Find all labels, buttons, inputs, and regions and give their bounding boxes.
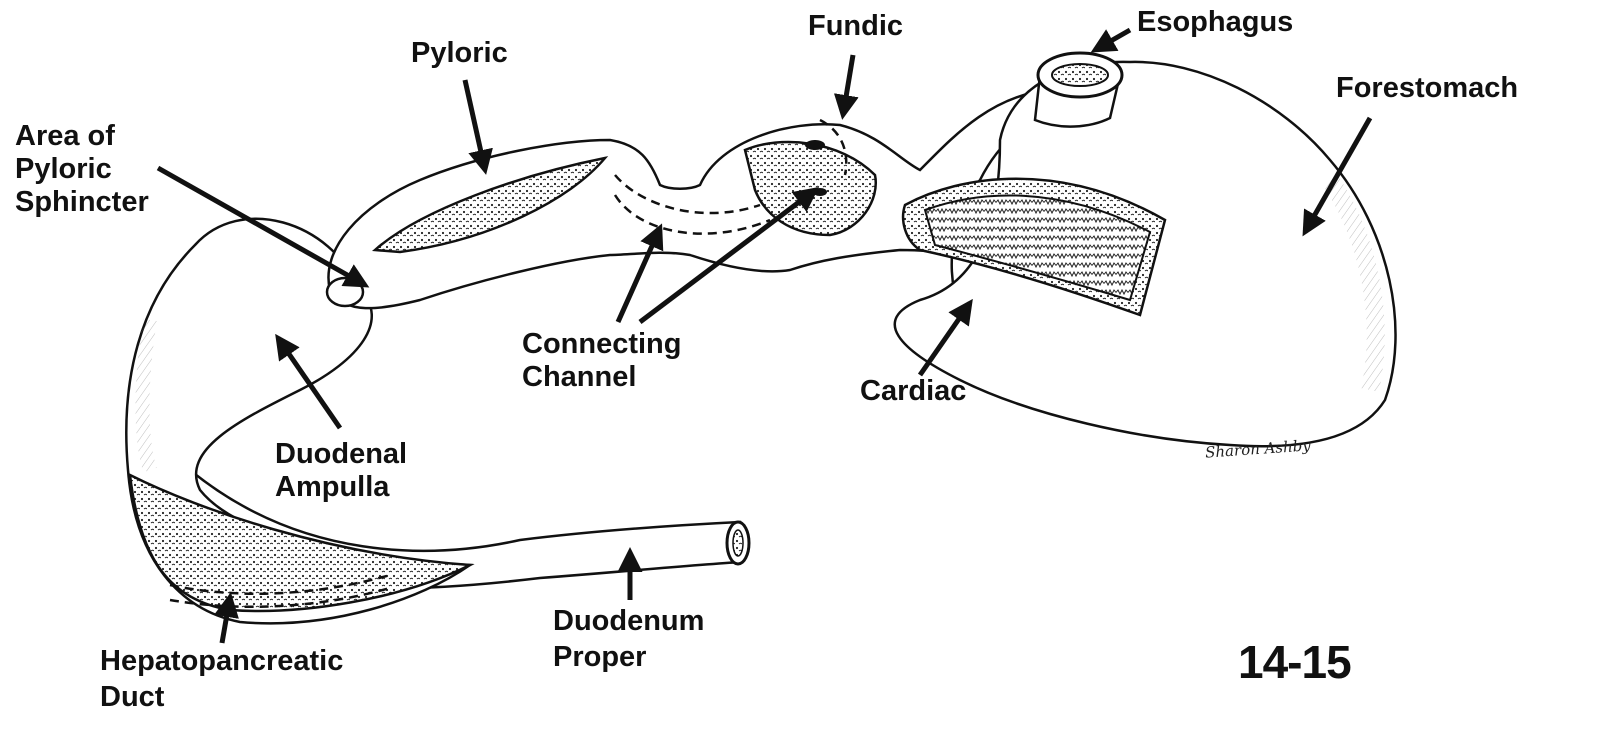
label-line: Area of xyxy=(15,120,115,153)
label-line: Proper xyxy=(553,641,646,674)
label-line: Duct xyxy=(100,681,164,714)
arrow-fundic xyxy=(843,55,853,115)
label-line: Duodenum xyxy=(553,605,704,638)
label-esophagus: Esophagus xyxy=(1137,6,1293,39)
label-line: Connecting xyxy=(522,328,682,361)
label-pyloric: Pyloric xyxy=(411,37,508,70)
figure-number: 14-15 xyxy=(1238,635,1351,689)
label-fundic: Fundic xyxy=(808,10,903,43)
label-forestomach: Forestomach xyxy=(1336,72,1518,105)
arrow-pyloric xyxy=(465,80,485,170)
label-line: Pyloric xyxy=(15,153,112,186)
label-line: Duodenal xyxy=(275,438,407,471)
label-line: Hepatopancreatic xyxy=(100,645,343,678)
label-line: Sphincter xyxy=(15,186,149,219)
arrow-esophagus xyxy=(1095,30,1130,50)
label-line: Channel xyxy=(522,361,636,394)
label-line: Ampulla xyxy=(275,471,389,504)
label-cardiac: Cardiac xyxy=(860,375,966,408)
